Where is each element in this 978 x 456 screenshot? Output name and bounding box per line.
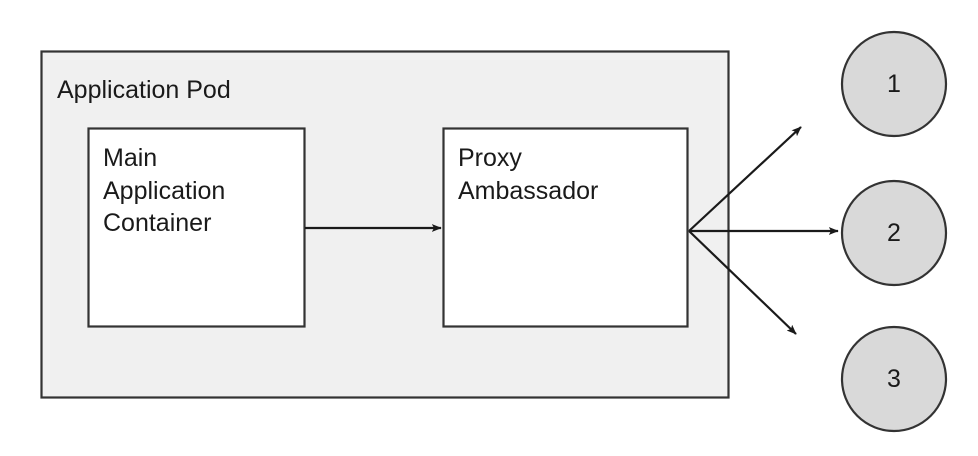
proxy-ambassador-box bbox=[442, 127, 689, 328]
endpoint-circle-3 bbox=[840, 325, 948, 433]
endpoint-circle-2 bbox=[840, 179, 948, 287]
connector-proxy-to-endpoint-1 bbox=[688, 126, 802, 232]
endpoint-circle-1 bbox=[840, 30, 948, 138]
connector-proxy-to-endpoint-3 bbox=[688, 230, 797, 335]
main-application-container-box bbox=[87, 127, 306, 328]
